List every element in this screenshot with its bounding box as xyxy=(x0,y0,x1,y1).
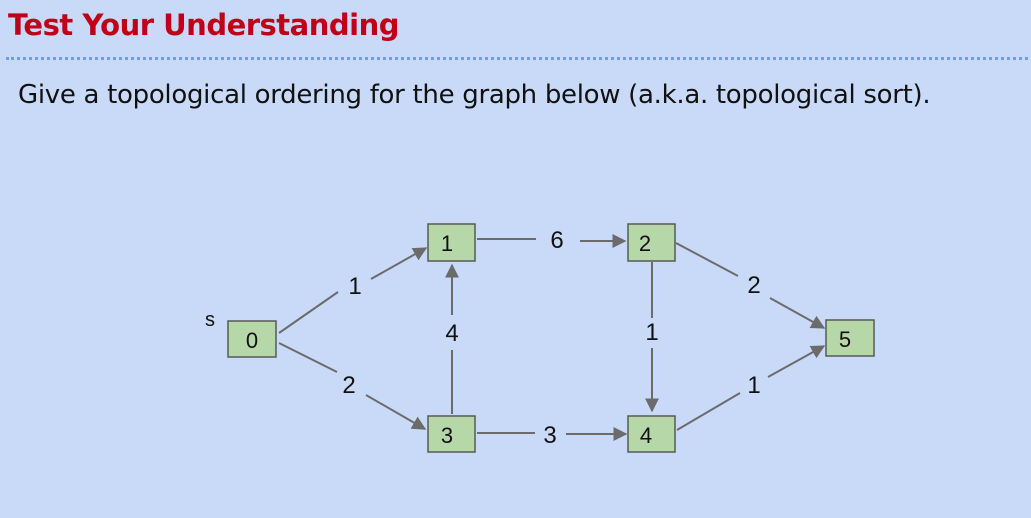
node-3-label: 3 xyxy=(441,423,453,448)
node-0: 0 xyxy=(227,320,277,358)
edge-2-5 xyxy=(675,242,739,277)
node-2-label: 2 xyxy=(639,231,651,256)
edge-0-1 xyxy=(278,291,339,334)
node-1: 1 xyxy=(427,223,476,262)
node-5: 5 xyxy=(825,319,875,357)
slide-title: Test Your Understanding xyxy=(8,8,400,42)
edge-weight-3-4: 3 xyxy=(543,422,556,449)
edge-0-3 xyxy=(278,342,338,373)
node-3: 3 xyxy=(427,415,476,453)
edge-weight-3-1: 4 xyxy=(445,320,458,347)
edge-4-5-arrow xyxy=(767,345,826,378)
edge-2-5-arrow xyxy=(769,297,826,329)
node-0-label: 0 xyxy=(246,328,258,353)
node-1-label: 1 xyxy=(441,231,453,256)
edge-0-3-arrow xyxy=(365,394,427,430)
edge-weight-2-4: 1 xyxy=(645,319,658,346)
node-2: 2 xyxy=(627,223,676,262)
edge-weight-0-3: 2 xyxy=(342,372,355,399)
dotted-divider xyxy=(6,57,1028,60)
edge-weight-1-2: 6 xyxy=(550,227,563,254)
source-label: s xyxy=(205,309,215,331)
edge-weight-0-1: 1 xyxy=(348,273,361,300)
node-5-label: 5 xyxy=(839,327,851,352)
edge-weight-2-5: 2 xyxy=(747,272,760,299)
edge-0-1-arrow xyxy=(370,247,428,280)
edge-weight-4-5: 1 xyxy=(747,372,760,399)
node-4-label: 4 xyxy=(640,423,652,448)
edge-4-5 xyxy=(676,392,741,431)
question-prompt: Give a topological ordering for the grap… xyxy=(18,80,931,110)
node-4: 4 xyxy=(627,415,676,453)
